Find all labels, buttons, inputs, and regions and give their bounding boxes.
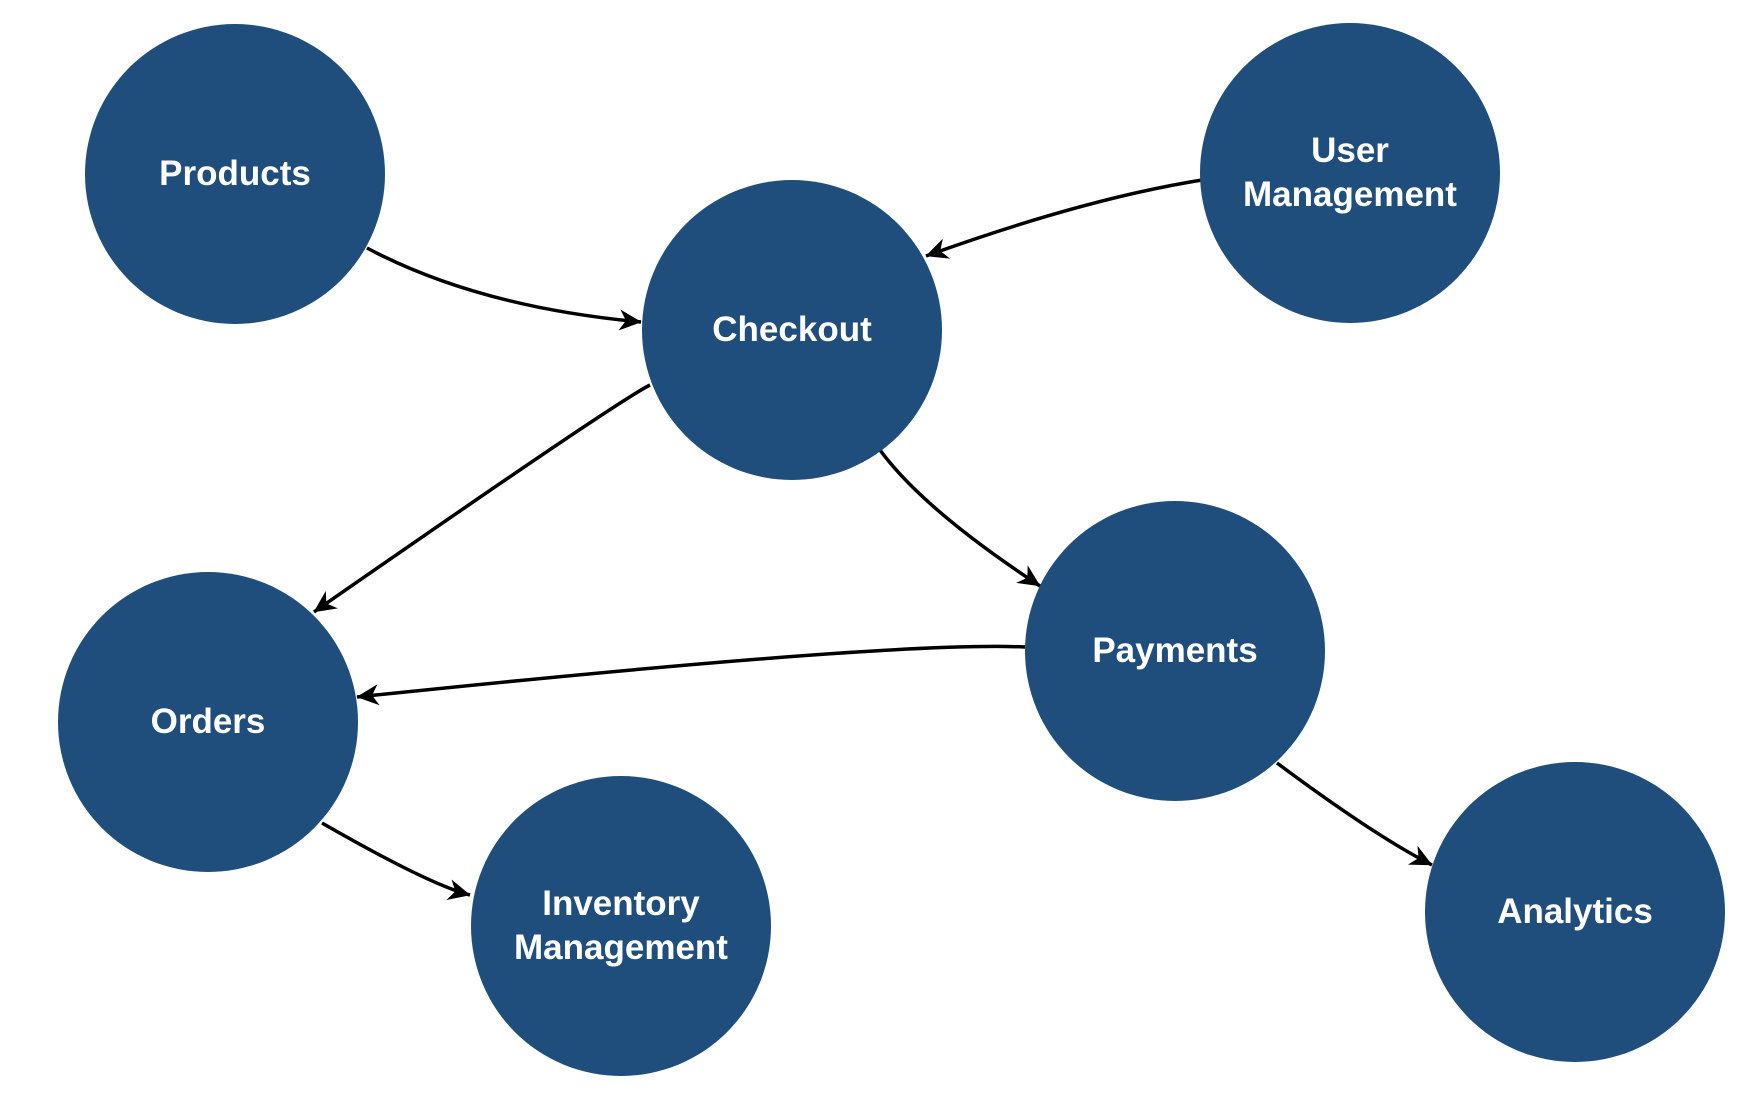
node-payments-label: Payments: [1092, 631, 1258, 671]
node-user-management[interactable]: User Management: [1200, 23, 1500, 323]
edge-products-to-checkout: [366, 246, 642, 331]
node-orders[interactable]: Orders: [58, 572, 358, 872]
node-inventory-management-label: Inventory Management: [514, 884, 728, 967]
edge-user-management-to-checkout: [925, 178, 1203, 259]
node-orders-label: Orders: [150, 702, 266, 742]
node-analytics[interactable]: Analytics: [1425, 762, 1725, 1062]
node-products-label: Products: [159, 154, 311, 194]
node-analytics-label: Analytics: [1497, 892, 1653, 932]
edge-payments-to-orders: [356, 644, 1026, 706]
edge-checkout-to-orders: [313, 383, 651, 614]
node-user-management-label: User Management: [1243, 131, 1457, 214]
node-products[interactable]: Products: [85, 24, 385, 324]
node-payments[interactable]: Payments: [1025, 501, 1325, 801]
node-checkout[interactable]: Checkout: [642, 180, 942, 480]
edge-checkout-to-payments: [878, 448, 1041, 588]
node-checkout-label: Checkout: [712, 310, 872, 350]
edge-payments-to-analytics: [1275, 761, 1433, 867]
edge-orders-to-inventory-management: [321, 821, 471, 901]
node-inventory-management[interactable]: Inventory Management: [471, 776, 771, 1076]
